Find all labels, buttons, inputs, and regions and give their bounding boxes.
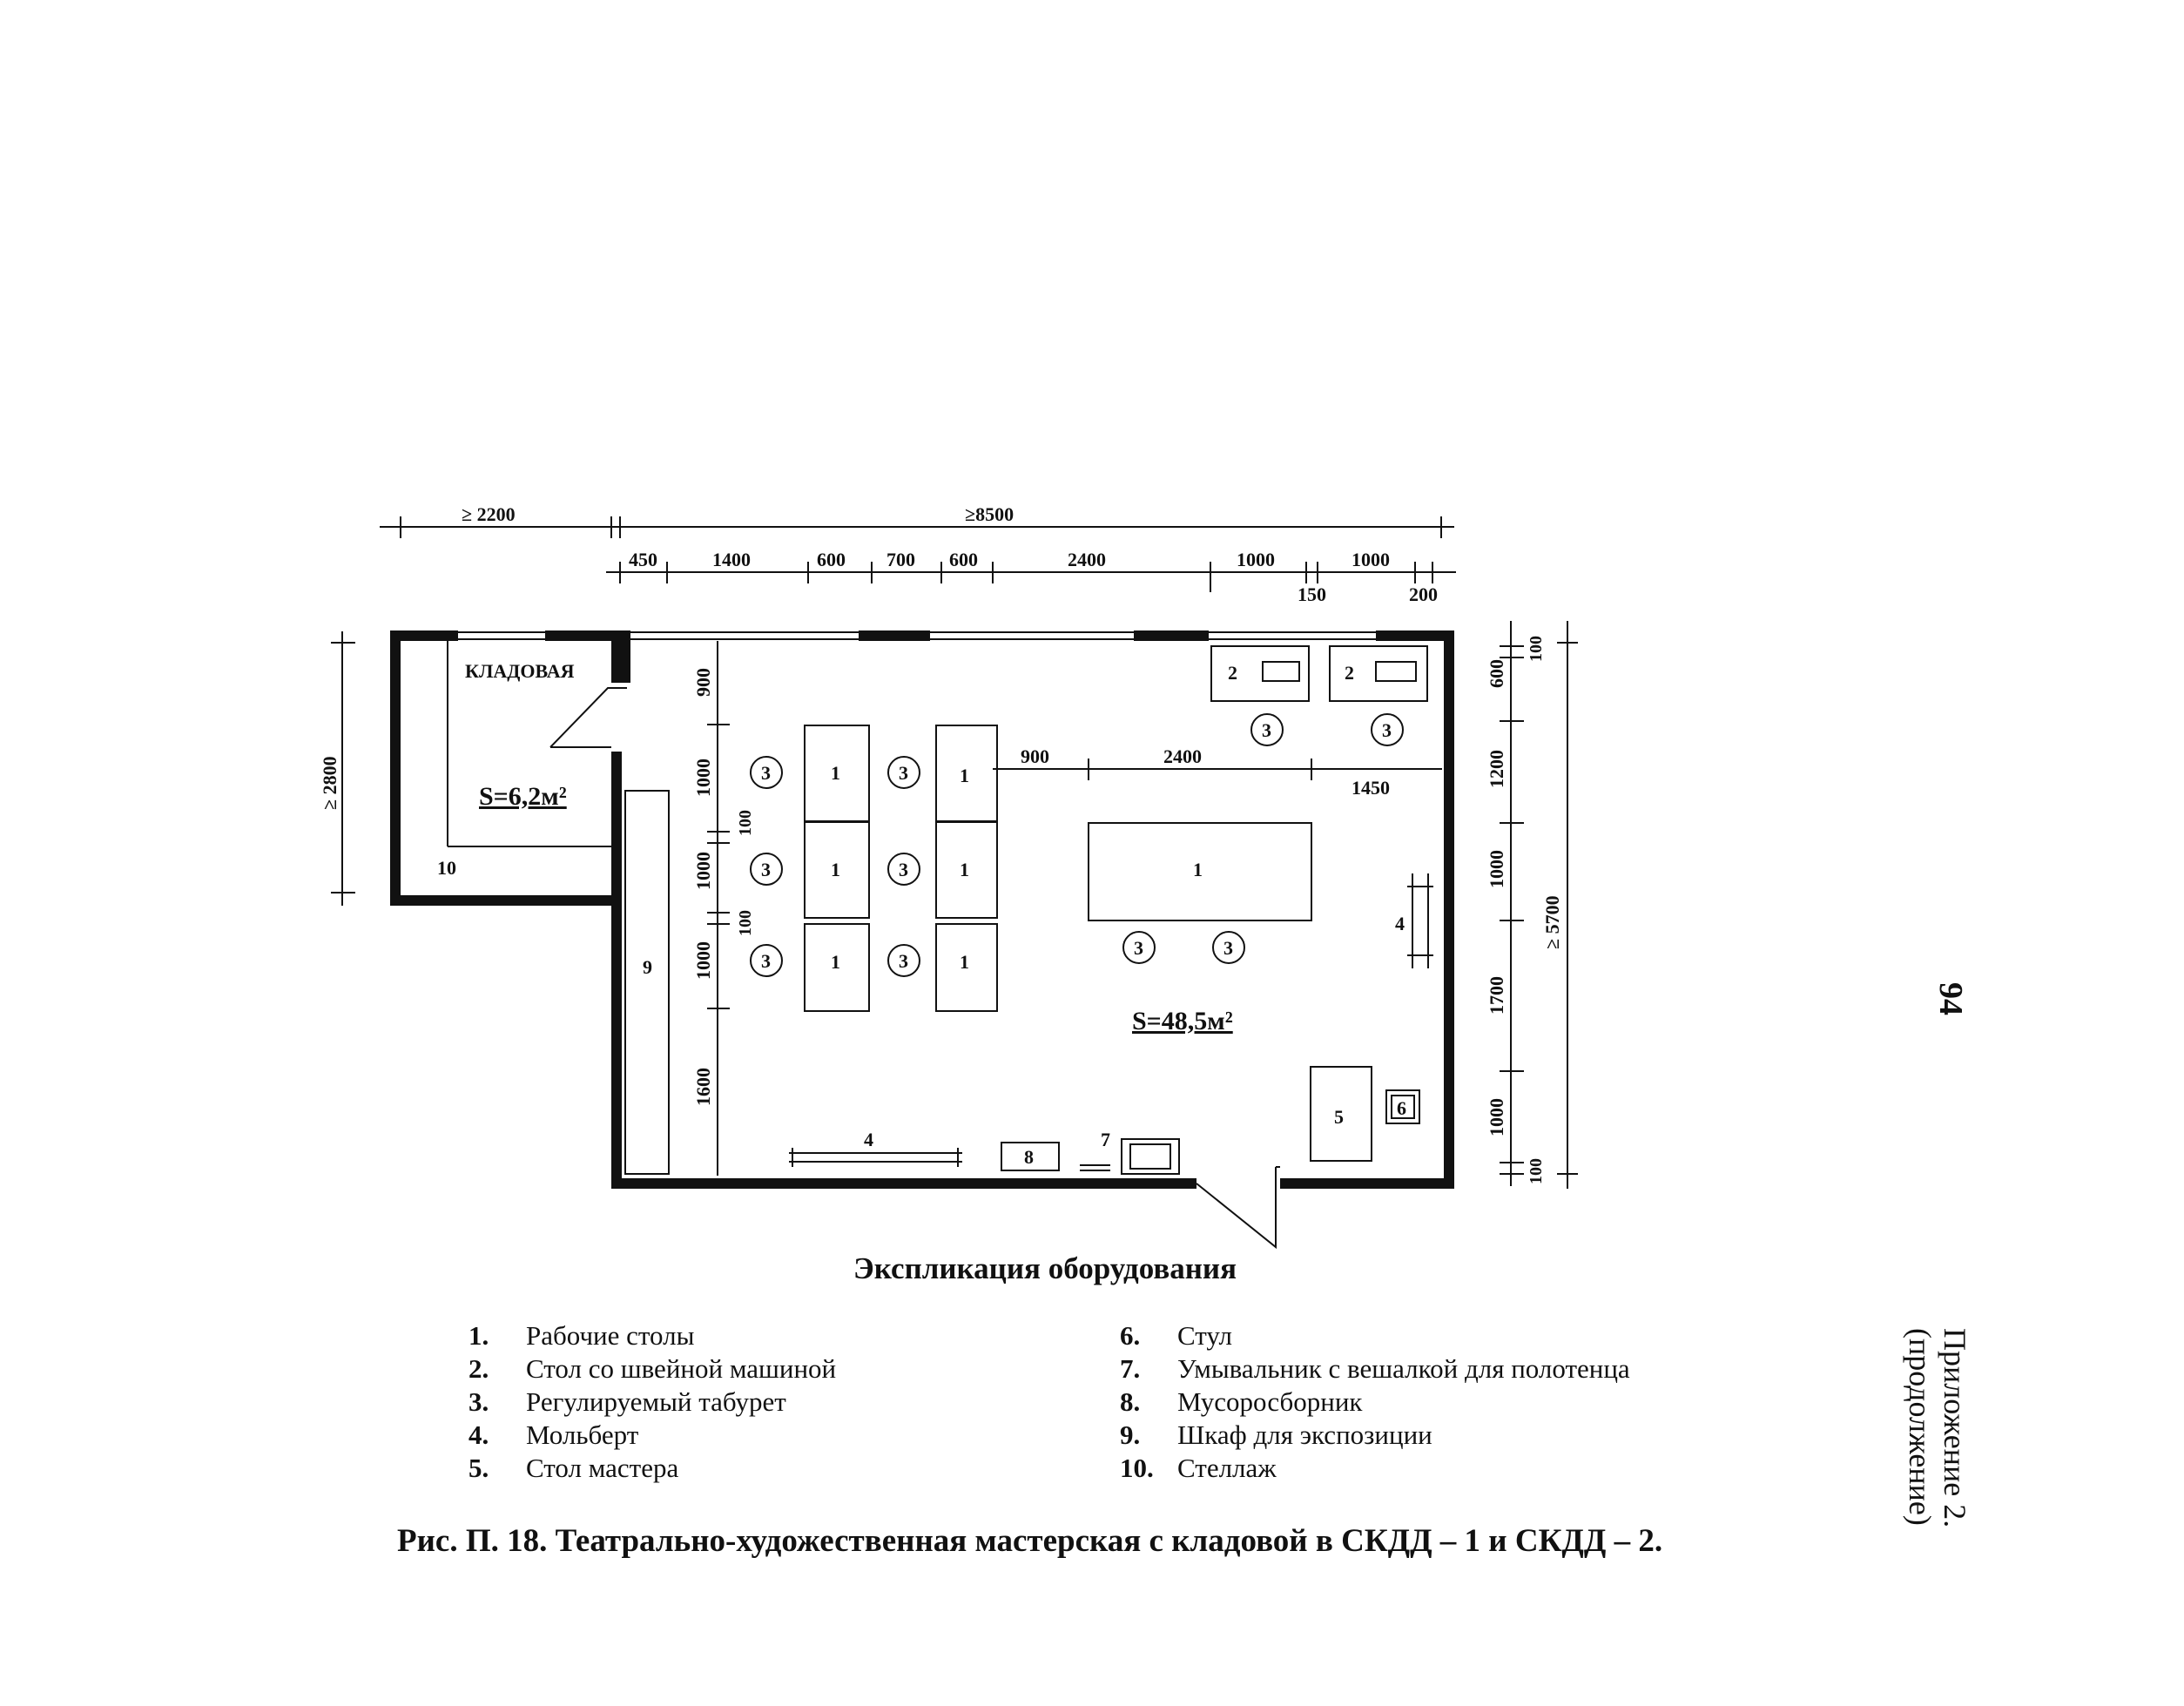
worktable-label-7: 1 <box>1193 859 1203 880</box>
dim-right-100a: 100 <box>1527 636 1546 662</box>
dim-left-2800: ≥ 2800 <box>319 756 340 810</box>
sewing-label-2: 2 <box>1345 662 1354 684</box>
dim-2400: 2400 <box>1068 549 1106 570</box>
worktable-label-2: 1 <box>831 859 840 880</box>
stool-label-2: 3 <box>899 762 908 784</box>
dim-inner-100b: 100 <box>736 910 755 936</box>
dim-right-600: 600 <box>1486 659 1507 688</box>
list-item: 8.Мусоросборник <box>1120 1386 1363 1417</box>
dim-450: 450 <box>629 549 657 570</box>
list-item: 9.Шкаф для экспозиции <box>1120 1419 1432 1450</box>
dim-200: 200 <box>1409 583 1438 605</box>
bin-label: 8 <box>1024 1146 1034 1168</box>
dim-1000b: 1000 <box>1352 549 1390 570</box>
dim-1000a: 1000 <box>1237 549 1275 570</box>
stool-label-10: 3 <box>1223 937 1233 959</box>
main-area-label: S=48,5м² <box>1132 1007 1233 1035</box>
appendix-label: Приложение 2. <box>1938 1328 1972 1528</box>
list-item: 5.Стол мастера <box>468 1453 679 1483</box>
appendix-continuation: (продолжение) <box>1903 1328 1938 1526</box>
worktable-label-4: 1 <box>960 765 969 786</box>
easel-label-1: 4 <box>1395 913 1405 934</box>
storage-room <box>447 641 611 847</box>
dim-right-1000b: 1000 <box>1486 1098 1507 1136</box>
dim-inner-1000a: 1000 <box>692 759 714 797</box>
dim-right-1000a: 1000 <box>1486 850 1507 888</box>
dim-right-1200: 1200 <box>1486 750 1507 788</box>
worktable-label-5: 1 <box>960 859 969 880</box>
dim-inner-1000c: 1000 <box>692 941 714 980</box>
figure-caption: Рис. П. 18. Театрально-художественная ма… <box>397 1523 1663 1559</box>
dim-inner-100a: 100 <box>736 810 755 836</box>
storage-room-label: КЛАДОВАЯ <box>465 660 575 682</box>
dim-600a: 600 <box>817 549 846 570</box>
worktable-label-3: 1 <box>831 951 840 973</box>
sewing-label-1: 2 <box>1228 662 1237 684</box>
stool-label-4: 3 <box>899 859 908 880</box>
list-item: 10.Стеллаж <box>1120 1453 1277 1483</box>
page-number: 94 <box>1932 982 1969 1015</box>
worktable-label-1: 1 <box>831 762 840 784</box>
shelf-label: 10 <box>437 857 456 879</box>
explication-list-left: 1.Рабочие столы 2.Стол со швейной машино… <box>468 1319 836 1485</box>
dim-top-8500: ≥8500 <box>965 503 1014 525</box>
stool-label-6: 3 <box>899 950 908 972</box>
stool-label-5: 3 <box>761 950 771 972</box>
dim-700: 700 <box>886 549 915 570</box>
stool-label-3: 3 <box>761 859 771 880</box>
list-item: 4.Мольберт <box>468 1419 639 1450</box>
explication-title: Экспликация оборудования <box>853 1251 1237 1285</box>
list-item: 2.Стол со швейной машиной <box>468 1353 837 1384</box>
stool-label-9: 3 <box>1134 937 1143 959</box>
dim-right-100b: 100 <box>1527 1158 1546 1184</box>
dim-inner-right-2400: 2400 <box>1163 745 1202 767</box>
room-walls <box>390 630 1454 1189</box>
worktable-label-6: 1 <box>960 951 969 973</box>
chair-label: 6 <box>1397 1097 1406 1119</box>
dim-600b: 600 <box>949 549 978 570</box>
furniture <box>624 645 1433 1175</box>
dim-inner-1000b: 1000 <box>692 852 714 890</box>
dim-inner-right-1450: 1450 <box>1352 777 1390 799</box>
cabinet-label: 9 <box>643 956 652 978</box>
dimension-lines <box>331 516 1578 1189</box>
dim-inner-1600: 1600 <box>692 1068 714 1106</box>
dim-right-1700: 1700 <box>1486 976 1507 1015</box>
stool-label-7: 3 <box>1262 719 1271 741</box>
master-table-label: 5 <box>1334 1106 1344 1128</box>
easel-label-2: 4 <box>864 1129 873 1150</box>
dim-inner-right-900: 900 <box>1021 745 1049 767</box>
dim-right-5700: ≥ 5700 <box>1541 895 1563 949</box>
doors <box>549 687 1280 1250</box>
washbasin-label: 7 <box>1101 1129 1110 1150</box>
explication-list-right: 6.Стул 7.Умывальник с вешалкой для полот… <box>1120 1319 1630 1485</box>
stool-label-8: 3 <box>1382 719 1392 741</box>
windows <box>458 631 1376 640</box>
dim-1400: 1400 <box>712 549 751 570</box>
list-item: 6.Стул <box>1120 1320 1233 1351</box>
list-item: 1.Рабочие столы <box>468 1320 695 1351</box>
list-item: 7.Умывальник с вешалкой для полотенца <box>1120 1353 1630 1384</box>
list-item: 3.Регулируемый табурет <box>468 1386 786 1417</box>
dim-inner-900: 900 <box>692 668 714 697</box>
storage-area-label: S=6,2м² <box>479 782 567 811</box>
stool-label-1: 3 <box>761 762 771 784</box>
dim-top-2200: ≥ 2200 <box>462 503 516 525</box>
dim-150: 150 <box>1298 583 1326 605</box>
stool-markers <box>750 713 1404 977</box>
